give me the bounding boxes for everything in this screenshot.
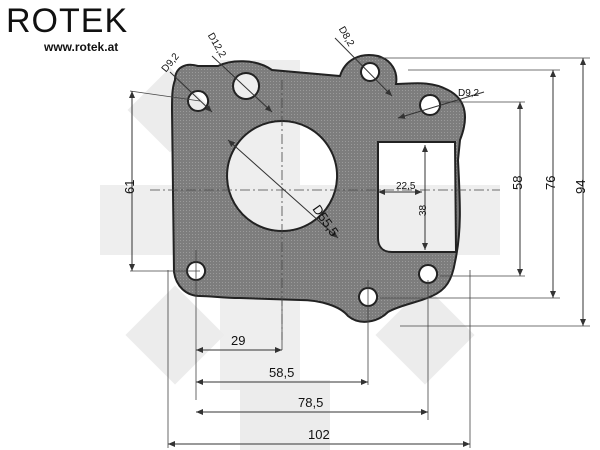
label-height-76: 76 xyxy=(543,176,558,190)
label-hole-top-right: D8,2 xyxy=(336,25,356,49)
label-width-29: 29 xyxy=(231,333,245,348)
brand-url: www.rotek.at xyxy=(44,40,119,54)
label-window-width: 22,5 xyxy=(396,181,416,192)
label-height-left: 61 xyxy=(122,180,137,194)
label-height-58: 58 xyxy=(510,176,525,190)
brand-logo: ROTEK www.rotek.at xyxy=(6,4,128,54)
label-hole-top-second: D12,2 xyxy=(205,31,228,60)
brand-name: ROTEK xyxy=(6,2,129,40)
gasket-body xyxy=(170,54,466,323)
label-width-102: 102 xyxy=(308,427,330,442)
label-hole-right: D9,2 xyxy=(458,88,480,99)
dimension-lines xyxy=(129,37,586,447)
label-height-94: 94 xyxy=(573,180,588,194)
label-width-78-5: 78,5 xyxy=(298,395,323,410)
label-window-height: 38 xyxy=(418,204,429,216)
label-width-58-5: 58,5 xyxy=(269,365,294,380)
